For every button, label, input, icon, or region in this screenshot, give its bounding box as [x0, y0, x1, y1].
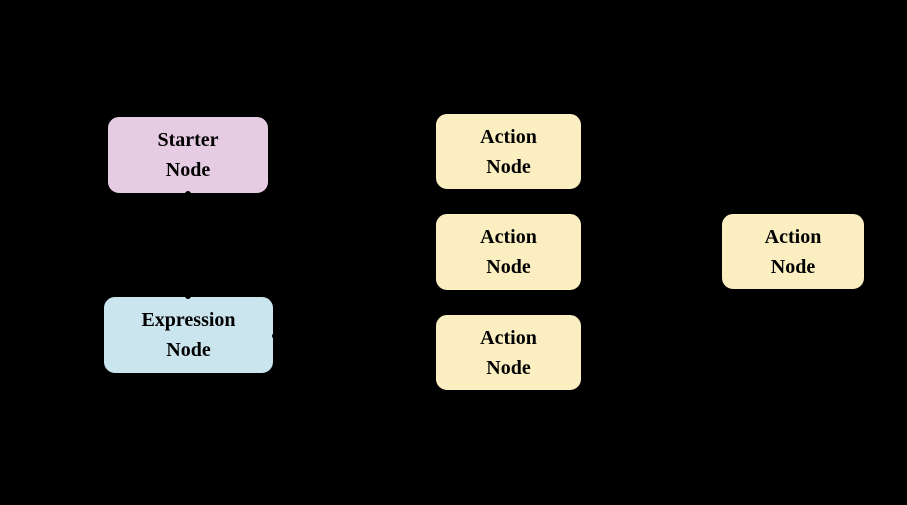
node-action-bottom-label-line2: Node	[486, 356, 531, 379]
node-action-middle-label-line2: Node	[486, 256, 531, 278]
node-starter-label-line1: Starter	[157, 129, 219, 151]
node-action-top: Action Node	[434, 112, 583, 191]
node-action-right: Action Node	[720, 212, 866, 291]
arrowhead-dot	[581, 349, 587, 355]
node-action-bottom: Action Node	[434, 313, 583, 392]
arrowhead-dot	[185, 191, 191, 197]
node-expression: Expression Node	[102, 295, 275, 375]
node-action-right-label-line2: Node	[770, 255, 816, 278]
arrowhead-dot	[581, 249, 587, 255]
node-action-top-label-line1: Action	[480, 125, 537, 148]
arrowhead-dot	[581, 149, 587, 155]
node-action-top-label-line2: Node	[486, 155, 531, 178]
node-starter: Starter Node	[106, 115, 270, 195]
node-expression-label-line2: Node	[166, 339, 211, 361]
node-expression-label-line1: Expression	[141, 309, 236, 331]
arrowhead-dot	[272, 333, 278, 339]
node-action-middle: Action Node	[434, 212, 583, 292]
node-starter-label-line2: Node	[165, 159, 211, 181]
node-action-bottom-label-line1: Action	[480, 326, 537, 349]
node-action-right-label-line1: Action	[764, 225, 822, 248]
arrowhead-dot	[185, 293, 191, 299]
node-action-middle-label-line1: Action	[480, 226, 537, 248]
